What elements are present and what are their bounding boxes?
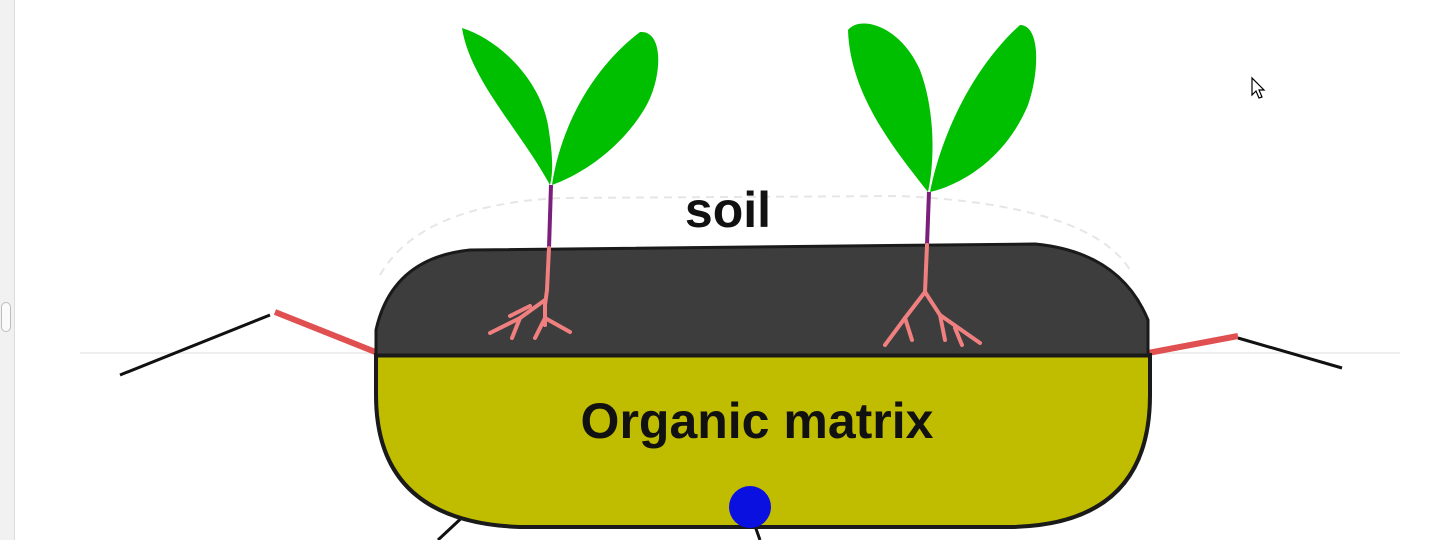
- organic-matrix-label: Organic matrix: [581, 393, 934, 449]
- plant-right: [848, 23, 1037, 347]
- organic-matrix-layer: [374, 353, 1152, 529]
- roots-right: [883, 243, 982, 347]
- ground-line-right: [1147, 333, 1343, 370]
- roots-left: [488, 246, 572, 340]
- ground-line-left: [119, 309, 390, 377]
- stem-left: [547, 184, 553, 249]
- left-scrollbar[interactable]: [0, 0, 15, 540]
- leaf-right-b: [930, 25, 1037, 192]
- leaf-left-a: [462, 28, 553, 185]
- leaf-left-b: [552, 31, 659, 185]
- stem-right: [925, 191, 931, 246]
- liner-segment-left: [273, 309, 390, 360]
- faint-arc: [379, 194, 1131, 276]
- mouse-cursor-icon: [1251, 76, 1266, 99]
- plant-left: [462, 28, 659, 340]
- leaf-right-a: [848, 23, 933, 193]
- liner-segment-right: [1147, 333, 1239, 356]
- soil-layer: [374, 242, 1150, 357]
- scroll-handle[interactable]: [1, 302, 11, 332]
- soil-label: soil: [685, 182, 771, 238]
- blue-marker: [729, 486, 771, 528]
